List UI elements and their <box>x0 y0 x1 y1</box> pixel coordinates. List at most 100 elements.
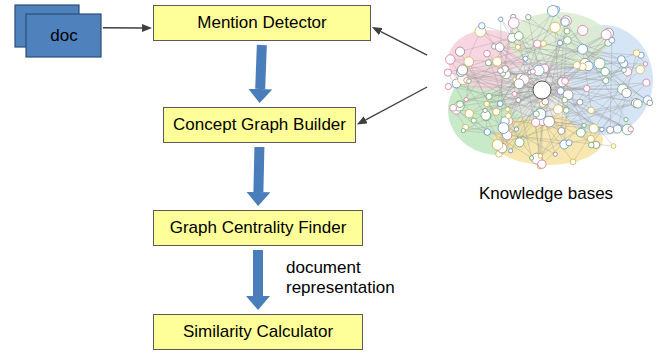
graph-link <box>497 40 611 145</box>
graph-link <box>501 19 614 146</box>
graph-node <box>564 37 572 45</box>
graph-node <box>578 25 588 35</box>
graph-link <box>536 114 610 130</box>
graph-node <box>601 67 609 75</box>
graph-link <box>486 116 555 154</box>
graph-node <box>573 62 580 69</box>
graph-node <box>633 99 642 108</box>
arrow-line <box>103 27 142 29</box>
graph-link <box>583 49 650 103</box>
graph-node <box>471 118 476 123</box>
graph-node <box>622 68 627 73</box>
graph-node <box>538 160 546 168</box>
node-label: Concept Graph Builder <box>173 115 346 135</box>
graph-link <box>498 90 542 144</box>
graph-link <box>456 110 531 158</box>
graph-node <box>618 56 626 64</box>
graph-node <box>557 40 562 45</box>
graph-node <box>553 105 562 114</box>
graph-node <box>628 127 633 132</box>
graph-node <box>512 91 517 96</box>
graph-node <box>622 88 631 97</box>
graph-node <box>505 113 511 119</box>
graph-node <box>538 154 543 159</box>
graph-hub <box>533 81 551 99</box>
node-label: Similarity Calculator <box>183 322 333 342</box>
graph-node <box>516 98 521 103</box>
graph-node <box>577 99 583 105</box>
node-label: Knowledge bases <box>479 184 613 204</box>
graph-node <box>467 79 472 84</box>
graph-node <box>498 17 502 21</box>
graph-node <box>509 149 513 153</box>
graph-link <box>542 70 640 165</box>
graph-node <box>526 14 531 19</box>
graph-link <box>448 73 474 121</box>
graph-node <box>533 40 541 48</box>
graph-node <box>603 78 609 84</box>
graph-node <box>498 123 509 134</box>
graph-node <box>562 97 568 103</box>
arrow-line <box>366 87 427 120</box>
graph-link <box>487 35 606 104</box>
graph-link <box>514 23 565 100</box>
graph-node <box>613 125 621 133</box>
graph-node <box>582 123 586 127</box>
graph-node <box>594 58 605 69</box>
document-label: doc <box>50 26 77 46</box>
graph-node <box>622 124 633 135</box>
graph-link <box>518 21 566 47</box>
graph-node <box>561 18 569 26</box>
graph-node <box>455 47 464 56</box>
graph-node <box>465 109 473 117</box>
graph-link <box>567 40 627 71</box>
knowledge-base-graph: Knowledge bases <box>428 0 664 206</box>
graph-node <box>647 100 653 106</box>
graph-node <box>531 118 539 126</box>
graph-node <box>587 135 594 142</box>
graph-link <box>460 35 606 105</box>
graph-node <box>508 18 519 29</box>
graph-link <box>485 70 624 110</box>
graph-node <box>643 62 647 66</box>
graph-node <box>561 16 572 27</box>
process-box: Similarity Calculator <box>153 314 363 350</box>
graph-node <box>541 41 547 47</box>
graph-node <box>446 55 455 64</box>
graph-node <box>523 56 528 61</box>
graph-node <box>483 108 487 112</box>
graph-node <box>495 43 504 52</box>
graph-node <box>607 126 614 133</box>
graph-node <box>558 127 565 134</box>
graph-link <box>497 79 524 144</box>
graph-node <box>479 23 485 29</box>
graph-node <box>601 30 611 40</box>
graph-link <box>525 59 576 65</box>
graph-node <box>530 156 534 160</box>
graph-link <box>505 22 565 69</box>
graph-node <box>492 140 502 150</box>
block-arrow <box>258 147 259 192</box>
graph-node <box>576 128 585 137</box>
graph-node <box>514 32 523 41</box>
graph-link <box>542 90 631 129</box>
graph-node <box>563 107 569 113</box>
graph-node <box>514 79 524 89</box>
graph-node <box>493 108 500 115</box>
graph-link <box>482 26 519 84</box>
graph-node <box>570 159 576 165</box>
graph-node <box>515 44 520 49</box>
graph-node <box>578 44 588 54</box>
document-icon: doc <box>14 4 102 58</box>
graph-link <box>540 88 586 155</box>
graph-node <box>457 101 464 108</box>
graph-node <box>464 97 468 101</box>
graph-node <box>506 107 510 111</box>
graph-node <box>484 50 491 57</box>
graph-node <box>445 83 451 89</box>
graph-node <box>493 57 502 66</box>
graph-node <box>533 111 539 117</box>
front-page <box>26 14 101 57</box>
graph-node <box>588 107 595 114</box>
